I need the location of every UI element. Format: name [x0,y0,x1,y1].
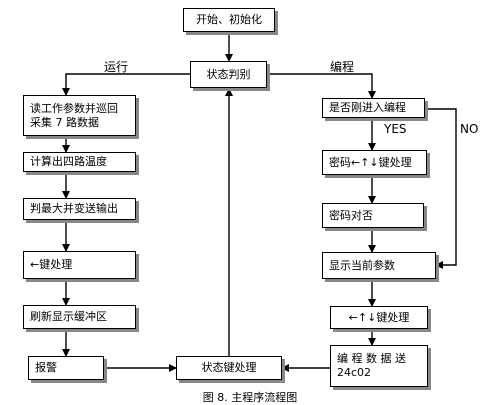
node-state-judge: 状态判别 [190,61,267,88]
node-read-params: 读工作参数并巡回 采集 7 路数据 [23,95,136,136]
node-pwd-check: 密码对否 [322,203,424,228]
node-key-left: ←键处理 [23,251,136,279]
arrow-judge-to-run [62,73,190,96]
label-run: 运行 [104,60,129,74]
node-start: 开始、初始化 [183,8,275,32]
node-refresh: 刷新显示缓冲区 [23,305,136,329]
label-program: 编程 [330,60,355,74]
node-prog-send: 编 程 数 据 送 24c02 [330,345,428,387]
figure-caption: 图 8. 主程序流程图 [202,391,298,404]
arrow-no-branch [425,108,457,269]
node-alarm: 报警 [28,356,104,380]
label-no: NO [460,122,479,136]
node-param-keys: ←↑↓键处理 [330,306,428,329]
node-state-key: 状态键处理 [176,356,282,380]
node-calc-temp: 计算出四路温度 [23,152,136,172]
node-is-program: 是否刚进入编程 [322,98,425,118]
node-judge-max: 判最大并变送输出 [23,198,136,220]
node-show-params: 显示当前参数 [322,252,436,279]
arrow-judge-to-program [267,73,376,99]
node-pwd-keys: 密码←↑↓键处理 [322,150,427,175]
label-yes: YES [384,122,407,136]
